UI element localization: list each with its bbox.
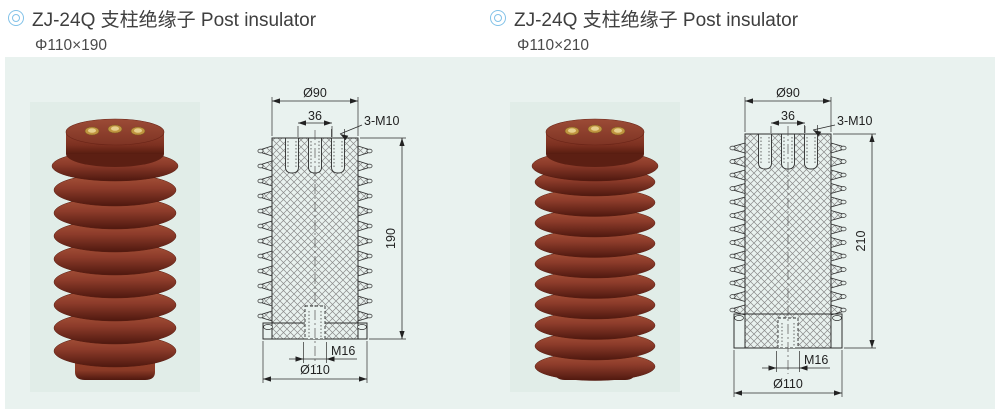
- insulator-photo: [30, 102, 200, 392]
- dim-label-hole-spacing: 36: [308, 109, 322, 123]
- dim-label-bottom-thread: M16: [804, 353, 828, 367]
- dim-label-top-diameter: Ø90: [303, 86, 327, 100]
- dim-label-height: 190: [384, 228, 398, 249]
- product-title: ZJ-24Q 支柱绝缘子 Post insulator: [32, 9, 317, 31]
- product-left: ZJ-24Q 支柱绝缘子 Post insulator Φ110×190 Ø90…: [8, 6, 493, 406]
- bullseye-bullet-icon: [490, 10, 506, 26]
- bullseye-bullet-icon: [8, 10, 24, 26]
- dim-label-top-thread: 3-M10: [837, 114, 872, 128]
- dim-label-bottom-thread: M16: [331, 344, 355, 358]
- product-size: Φ110×190: [35, 37, 107, 54]
- product-title: ZJ-24Q 支柱绝缘子 Post insulator: [514, 9, 799, 31]
- product-header: ZJ-24Q 支柱绝缘子 Post insulator: [490, 6, 975, 31]
- dim-label-height: 210: [854, 231, 868, 252]
- product-header: ZJ-24Q 支柱绝缘子 Post insulator: [8, 6, 493, 31]
- dim-label-bottom-diameter: Ø110: [300, 363, 330, 377]
- dim-label-hole-spacing: 36: [781, 109, 795, 123]
- dim-label-bottom-diameter: Ø110: [773, 377, 803, 391]
- product-size: Φ110×210: [517, 37, 589, 54]
- insulator-photo: [510, 102, 680, 392]
- product-right: ZJ-24Q 支柱绝缘子 Post insulator Φ110×210 Ø90…: [490, 6, 975, 406]
- dim-label-top-diameter: Ø90: [776, 86, 800, 100]
- dim-label-top-thread: 3-M10: [364, 114, 399, 128]
